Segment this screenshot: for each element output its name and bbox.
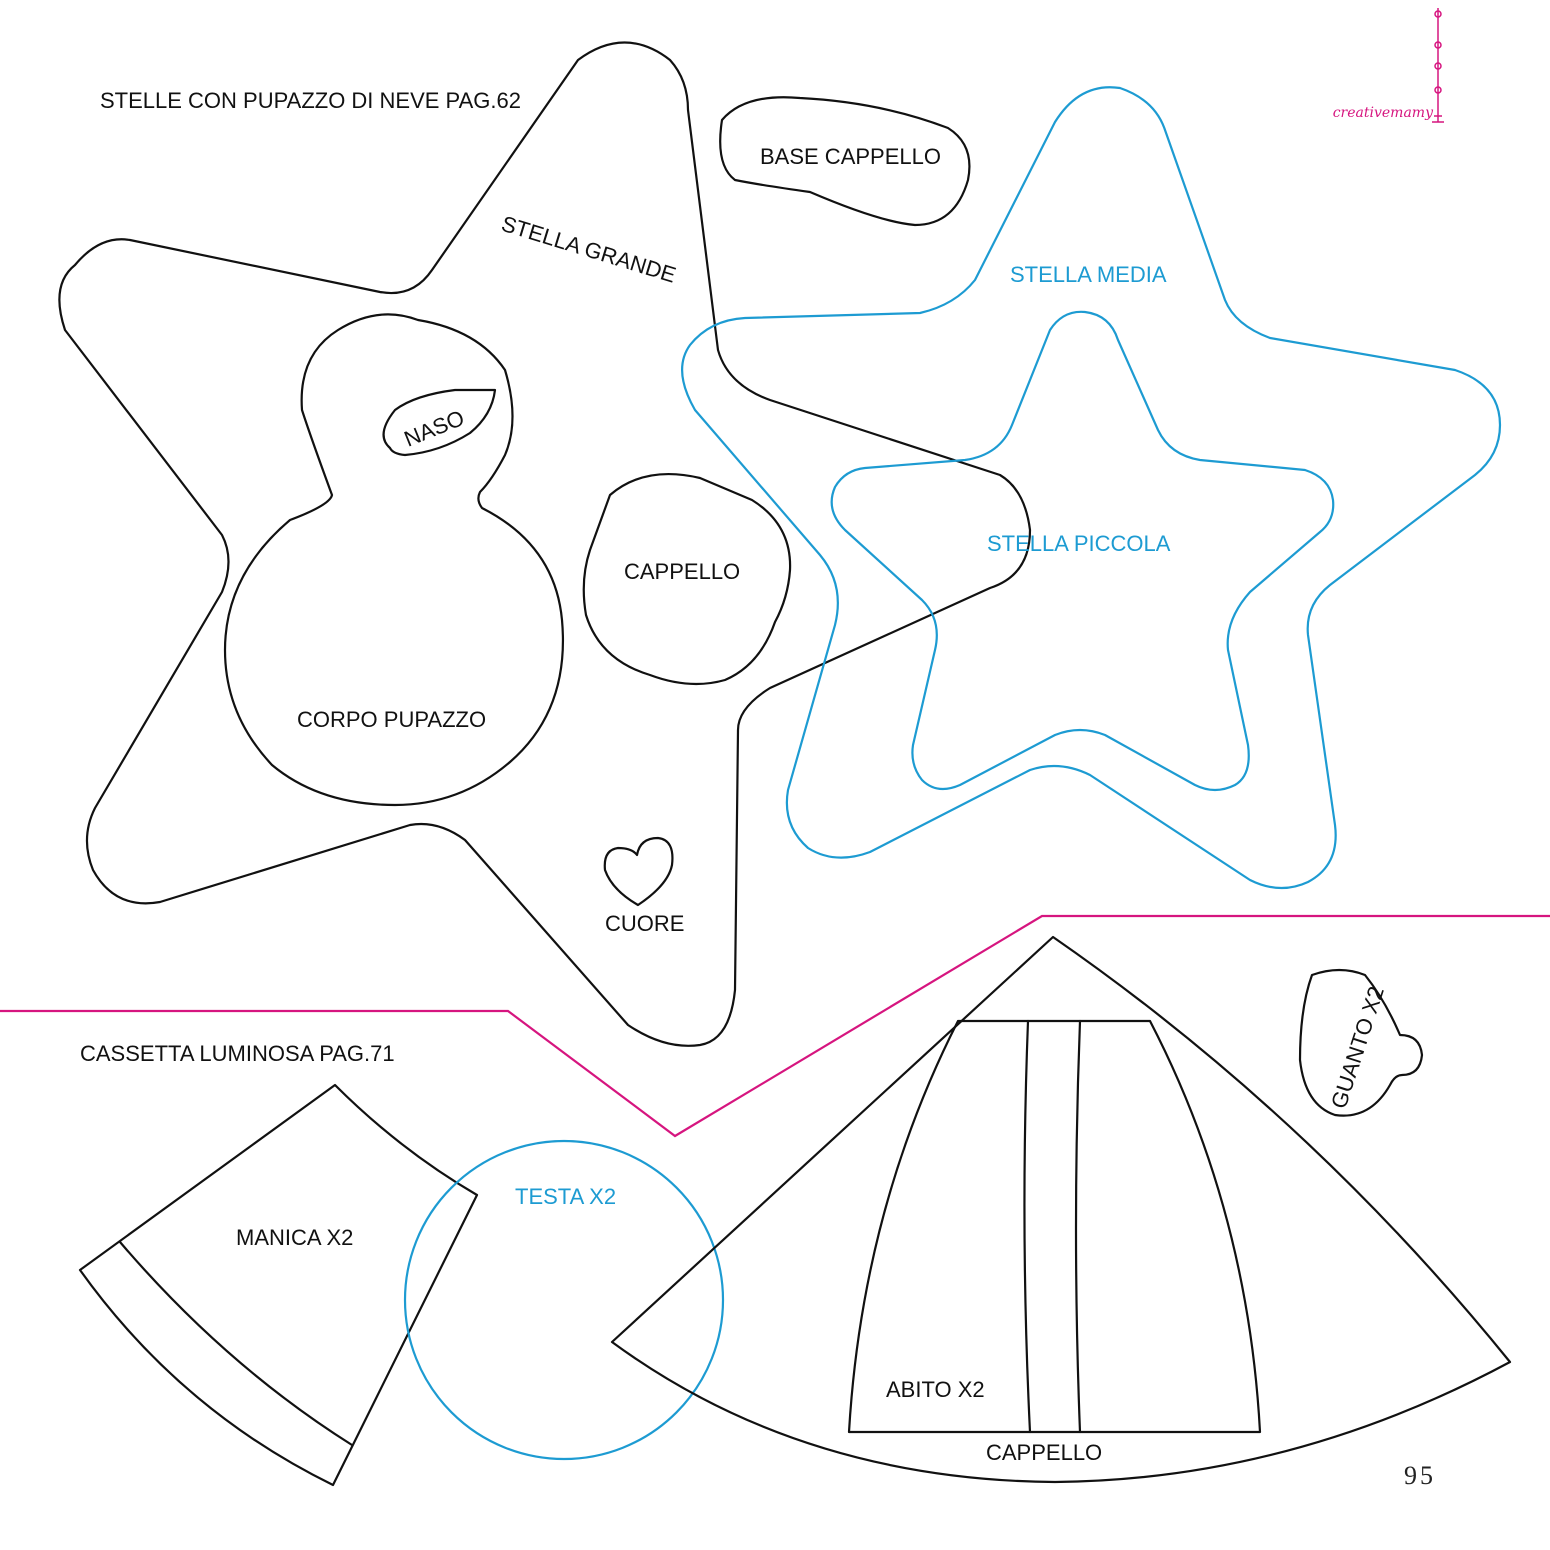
label-manica: MANICA X2	[236, 1225, 353, 1250]
section-title-stars: STELLE CON PUPAZZO DI NEVE PAG.62	[100, 88, 521, 113]
cappello-small-outline	[582, 472, 792, 686]
brand-text: creativemamy	[1333, 105, 1434, 121]
label-base-cappello: BASE CAPPELLO	[760, 144, 941, 169]
base-cappello-outline	[719, 96, 971, 227]
label-guanto: GUANTO X2	[1326, 983, 1389, 1111]
section-divider	[0, 914, 1550, 1138]
stella-media-outline	[681, 86, 1502, 890]
section-title-box: CASSETTA LUMINOSA PAG.71	[80, 1041, 395, 1066]
label-cuore: CUORE	[605, 911, 684, 936]
label-stella-grande: STELLA GRANDE	[499, 211, 679, 288]
label-cappello-large: CAPPELLO	[986, 1440, 1102, 1465]
guanto-outline	[1298, 968, 1424, 1117]
label-stella-piccola: STELLA PICCOLA	[987, 531, 1171, 556]
label-stella-media: STELLA MEDIA	[1010, 262, 1167, 287]
label-naso: NASO	[401, 405, 468, 452]
label-abito: ABITO X2	[886, 1377, 985, 1402]
naso-outline	[382, 388, 497, 457]
manica-cuff-line	[118, 1240, 354, 1447]
abito-outline	[847, 1019, 1262, 1434]
brand-logo: creativemamy	[1333, 8, 1444, 123]
testa-outline	[403, 1139, 725, 1461]
corpo-pupazzo-outline	[223, 313, 564, 807]
stella-grande-outline	[58, 41, 1032, 1047]
stella-piccola-outline	[830, 310, 1335, 792]
label-cappello-small: CAPPELLO	[624, 559, 740, 584]
page-number: 95	[1404, 1461, 1436, 1490]
abito-panel-line-left	[1023, 1019, 1032, 1434]
cappello-large-outline	[610, 935, 1512, 1484]
label-corpo-pupazzo: CORPO PUPAZZO	[297, 707, 486, 732]
manica-outline	[78, 1083, 479, 1487]
label-testa: TESTA X2	[515, 1184, 616, 1209]
cuore-outline	[603, 836, 674, 907]
abito-panel-line-right	[1074, 1019, 1082, 1434]
